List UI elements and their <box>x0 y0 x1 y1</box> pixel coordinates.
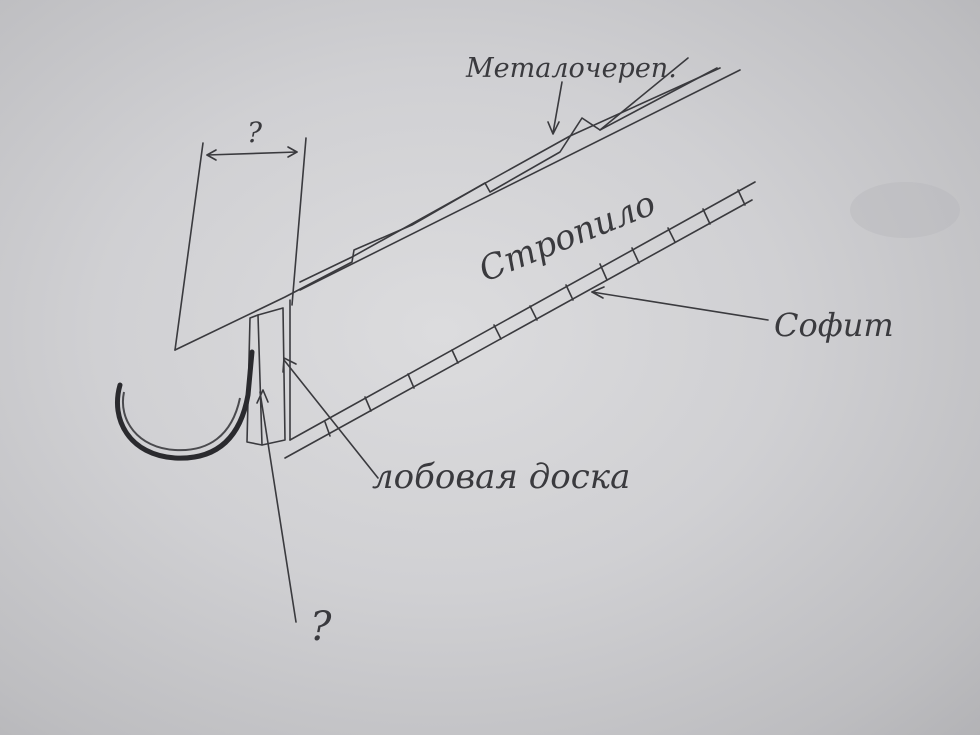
soffit-leader-line <box>591 291 769 321</box>
metal-tile-leader-arrowhead <box>547 121 560 135</box>
paper-stain <box>850 182 960 238</box>
fascia-board-label: лобовая доска <box>372 457 630 497</box>
metal-tile-leader-line <box>552 81 563 134</box>
metal-tile-roofing <box>174 57 721 351</box>
fascia-leader-arrowhead <box>282 357 297 373</box>
gutter-curve <box>114 349 255 461</box>
rafter-body <box>289 69 756 441</box>
bottom-question-label: ? <box>310 604 332 650</box>
soffit-leader-arrowhead <box>591 286 605 299</box>
rafter-label: Стропило <box>473 183 661 290</box>
bottom-leader-arrowhead <box>256 389 269 404</box>
width-question-label: ? <box>247 116 263 149</box>
width-dimension-arrow <box>206 146 298 161</box>
bottom-leader-line <box>259 391 297 623</box>
fascia-leader-line <box>283 359 379 479</box>
metal-tile-label: Металочереп. <box>465 53 677 84</box>
vertical-reference-lines <box>174 137 307 351</box>
soffit-strip <box>284 189 753 459</box>
soffit-label: Софит <box>774 306 894 344</box>
fascia-board <box>246 307 286 446</box>
gutter-inner-curve <box>122 391 241 452</box>
